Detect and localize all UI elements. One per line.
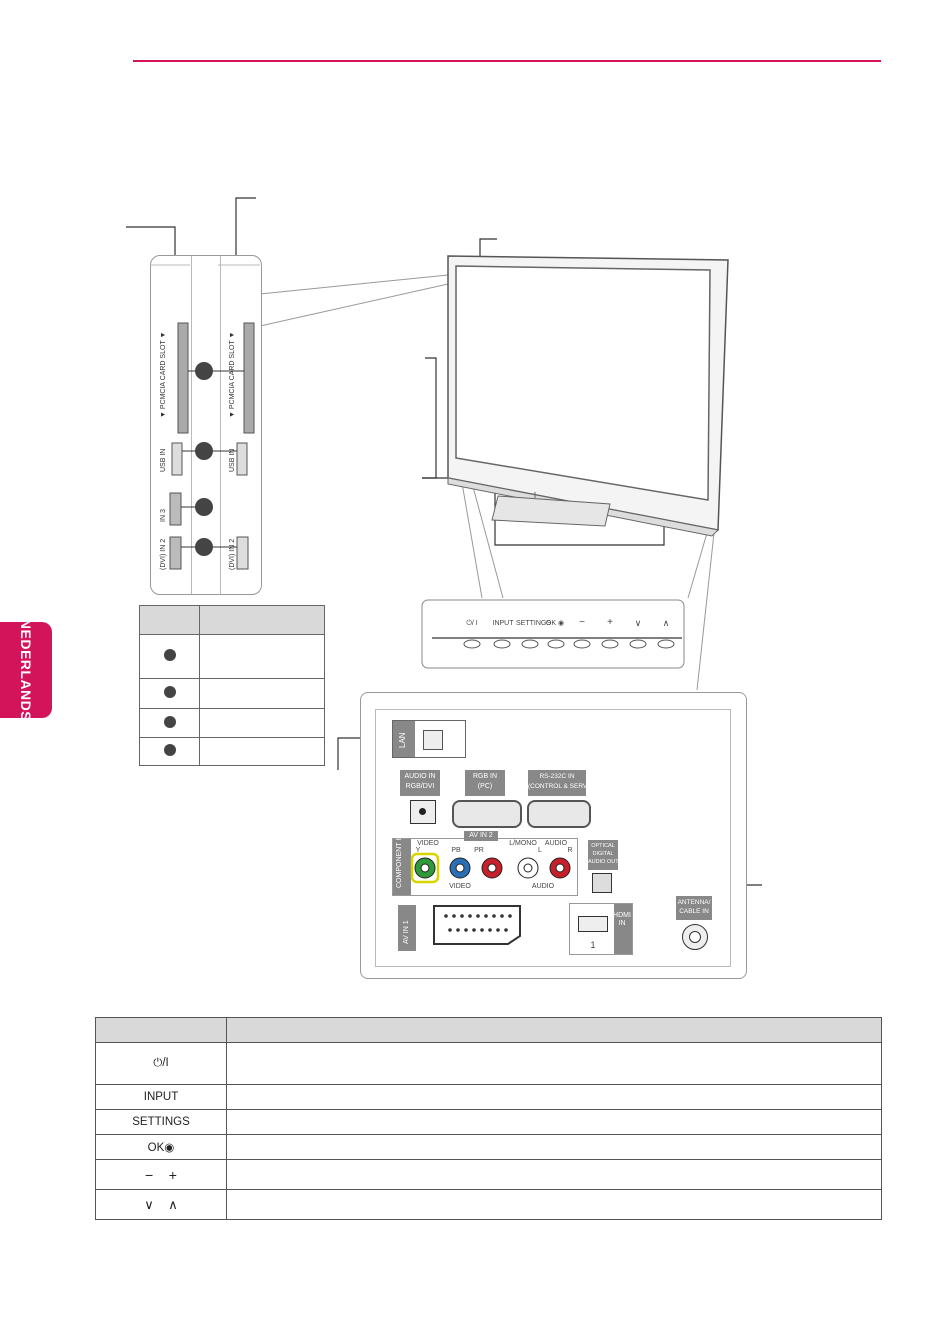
hdmi-in-label: HDMI IN [613, 912, 631, 927]
lan-box [392, 720, 466, 758]
language-tab: NEDERLANDS [0, 619, 52, 721]
video-sub-label: VIDEO [449, 883, 471, 890]
l-label: L [538, 847, 542, 854]
scart-port [433, 905, 521, 945]
bar-plus: + [607, 617, 613, 628]
video-label: VIDEO [417, 840, 439, 847]
btn-row-ok: OK◉ [95, 1134, 227, 1160]
hdmi2-label-left: (DVI) IN 2 [160, 538, 167, 570]
audio-in-label: AUDIO IN RGB/DVI [400, 770, 440, 796]
rs232-label: RS-232C IN (CONTROL & SERVICE) [528, 770, 600, 796]
side-panel-ports [150, 264, 260, 570]
btn-row-power: ⏻/I [95, 1042, 227, 1085]
pr-label: PR [474, 847, 484, 854]
hdmi3-label: IN 3 [160, 509, 167, 522]
audio-label: AUDIO [544, 840, 568, 847]
r-label: R [567, 847, 573, 854]
component-in-label: COMPONENT IN [396, 833, 403, 888]
btn-row-settings: SETTINGS [95, 1109, 227, 1135]
button-bar-illustration [421, 599, 685, 669]
rca-jacks [410, 852, 571, 884]
lan-label: LAN [398, 732, 407, 748]
lmono-label: L/MONO [509, 840, 537, 847]
bar-input: INPUT [492, 620, 514, 627]
pcmcia-label-right: ▼ PCMCIA CARD SLOT ▼ [229, 331, 236, 418]
button-function-table: ⏻/I INPUT SETTINGS OK◉ − + ∨ ∧ [95, 1017, 882, 1220]
bar-up: ∧ [662, 618, 670, 628]
av-in2-label: AV IN 2 [464, 831, 498, 841]
btn-row-volume: − + [95, 1159, 227, 1190]
bar-minus: − [579, 617, 585, 628]
pcmcia-label-left: ▼ PCMCIA CARD SLOT ▼ [160, 331, 167, 418]
optical-label: OPTICAL DIGITAL AUDIO OUT [588, 840, 619, 870]
usb-label-right: USB IN [229, 448, 236, 472]
av-in1-tab [398, 905, 416, 951]
rgb-in-port [452, 800, 522, 828]
hdmi-number: 1 [590, 940, 596, 950]
lan-port [423, 730, 443, 750]
hdmi-in-block [569, 903, 633, 955]
bar-down: ∨ [634, 618, 642, 628]
usb-label-left: USB IN [160, 448, 167, 472]
audio-sub-label: AUDIO [531, 883, 555, 890]
side-panel-key-table [139, 605, 325, 766]
hdmi-port [578, 916, 608, 932]
antenna-port [682, 924, 708, 950]
bullet-3 [163, 715, 176, 728]
pb-label: PB [451, 847, 461, 854]
rgb-in-label: RGB IN (PC) [465, 770, 505, 796]
bullet-4 [163, 744, 176, 756]
rs232-port [527, 800, 591, 828]
optical-port [592, 873, 612, 893]
bullet-2 [163, 686, 176, 698]
bar-settings: SETTINGS [516, 620, 552, 627]
audio-in-jack [410, 800, 436, 824]
header-rule [133, 60, 881, 62]
bullet-1 [163, 649, 176, 661]
btn-row-program: ∨ ∧ [95, 1189, 227, 1220]
antenna-label: ANTENNA/ CABLE IN [676, 896, 712, 920]
bar-power: ⏻/ I [466, 620, 478, 627]
y-label: Y [415, 847, 421, 854]
av-in1-label: AV IN 1 [403, 920, 410, 944]
tv-illustration [447, 255, 729, 537]
btn-row-input: INPUT [95, 1084, 227, 1110]
hdmi2-label-right: (DVI) IN 2 [229, 538, 236, 570]
bar-ok: OK ◉ [545, 620, 565, 627]
